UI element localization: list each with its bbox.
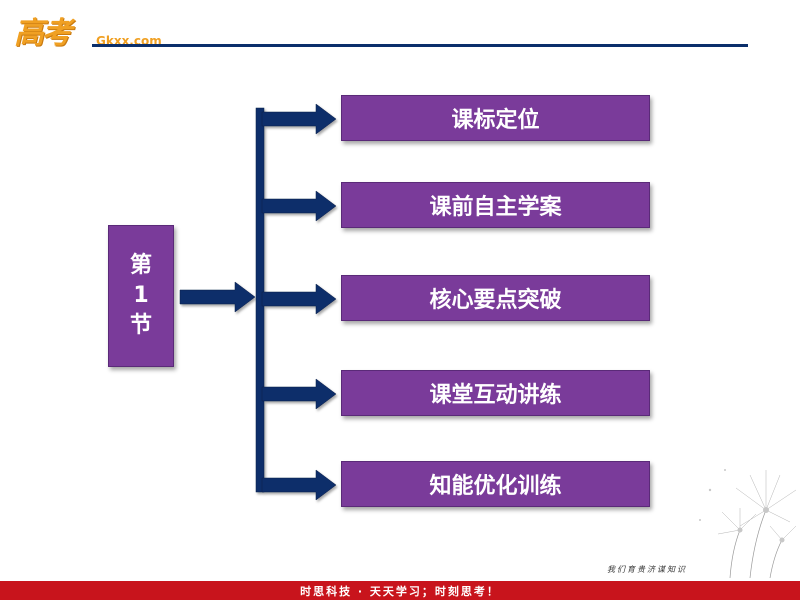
footer-motto: 我们育贵济谋知识 <box>607 565 687 574</box>
branch-arrow-5 <box>261 469 337 501</box>
footer-slogan: 时思科技 · 天天学习；时刻思考！ <box>300 584 500 598</box>
branch-arrow-2 <box>261 190 337 222</box>
branch-arrow-4 <box>261 378 337 410</box>
menu-button-preview-study[interactable]: 课前自主学案 <box>341 182 650 228</box>
section-label-line3: 节 <box>129 313 152 338</box>
branch-arrow-1 <box>261 103 337 135</box>
dandelion-decoration <box>699 469 797 579</box>
branch-arrow-3 <box>261 283 337 315</box>
menu-button-key-points[interactable]: 核心要点突破 <box>341 275 650 321</box>
menu-button-label: 课堂互动讲练 <box>429 383 562 408</box>
header-divider <box>92 44 748 47</box>
menu-button-label: 课标定位 <box>451 108 540 133</box>
menu-button-label: 知能优化训练 <box>429 474 562 499</box>
menu-button-classroom-practice[interactable]: 课堂互动讲练 <box>341 370 650 416</box>
menu-button-label: 课前自主学案 <box>429 195 562 220</box>
section-label-line2: 1 <box>133 283 149 308</box>
menu-button-curriculum-positioning[interactable]: 课标定位 <box>341 95 650 141</box>
main-arrow <box>179 281 256 313</box>
logo-chinese-text: 高考 <box>14 16 72 51</box>
menu-button-label: 核心要点突破 <box>429 288 562 313</box>
footer-bar: 时思科技 · 天天学习；时刻思考！ <box>0 581 800 600</box>
section-label-box: 第 1 节 <box>108 225 174 367</box>
section-label-line1: 第 <box>129 253 152 278</box>
menu-button-optimization-training[interactable]: 知能优化训练 <box>341 461 650 507</box>
